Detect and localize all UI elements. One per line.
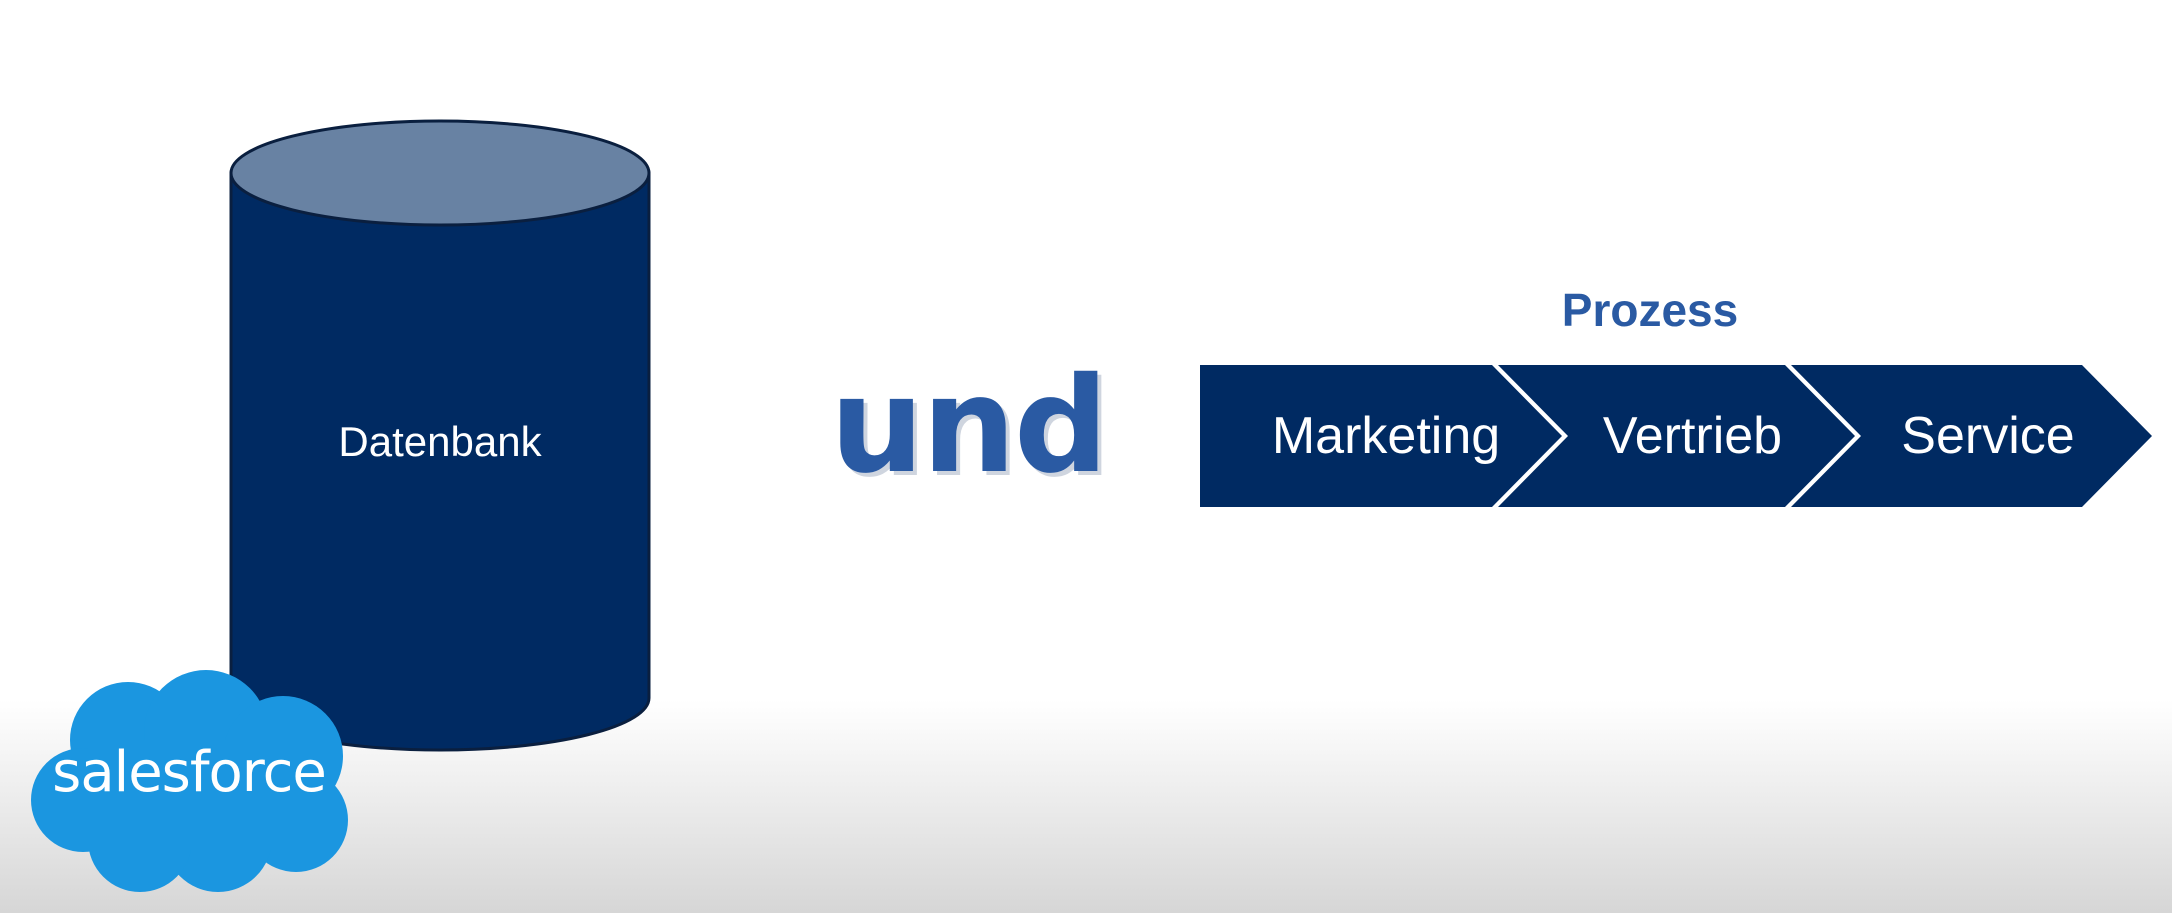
database-label: Datenbank: [338, 418, 542, 465]
chevron-marketing: [1200, 365, 1562, 507]
process-flow: Marketing Vertrieb Service: [1200, 365, 2152, 507]
salesforce-logo-text: salesforce: [52, 740, 327, 805]
salesforce-logo: salesforce: [28, 670, 350, 896]
chevron-shapes: [1200, 365, 2152, 507]
chevron-service: [1791, 365, 2152, 507]
connector-word: und: [830, 349, 1108, 503]
step-service-label: Service: [1901, 407, 2075, 465]
step-marketing-label: Marketing: [1271, 407, 1501, 465]
process-title: Prozess: [1561, 284, 1739, 336]
cylinder-shape: [229, 119, 651, 752]
cloud-icon: [31, 670, 348, 892]
database-cylinder: Datenbank: [228, 118, 652, 754]
chevron-vertrieb: [1498, 365, 1855, 507]
step-vertrieb-label: Vertrieb: [1602, 407, 1783, 465]
